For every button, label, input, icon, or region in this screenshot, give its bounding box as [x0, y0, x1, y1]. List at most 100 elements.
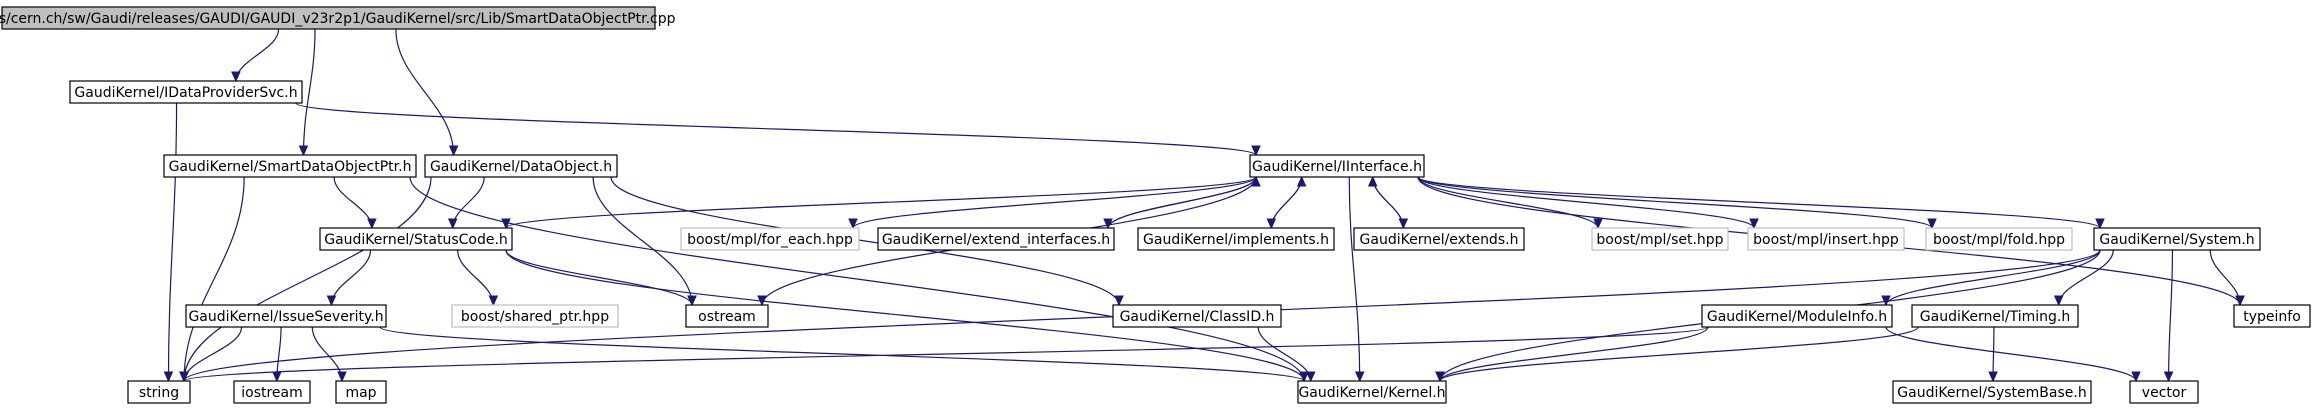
arrowhead-iostream — [272, 371, 282, 383]
edge-system-to-modinfo — [1885, 249, 2101, 306]
node-implements-h[interactable]: GaudiKernel/implements.h — [1137, 227, 1335, 251]
edge-extends-to-iint — [1372, 176, 1404, 229]
arrowhead-vector — [2131, 371, 2141, 383]
arrowhead-kernel — [1299, 371, 1309, 383]
node-iinterface-h[interactable]: GaudiKernel/IInterface.h — [1249, 154, 1425, 178]
edge-sdop-to-kernel — [409, 176, 1305, 382]
arrowhead-system — [2095, 218, 2105, 230]
arrowhead-timing — [2053, 295, 2064, 307]
edge-iint-to-mplinsert — [1417, 176, 1755, 229]
node-label: GaudiKernel/extend_interfaces.h — [882, 232, 1110, 248]
node-idataprovidersvc-h[interactable]: GaudiKernel/IDataProviderSvc.h — [69, 80, 303, 104]
arrowhead-sdop — [298, 145, 309, 157]
node-label: boost/mpl/for_each.hpp — [687, 232, 853, 248]
edge-dobj-to-classid — [610, 176, 1120, 306]
node-typeinfo[interactable]: typeinfo — [2233, 304, 2311, 328]
node-systembase-h[interactable]: GaudiKernel/SystemBase.h — [1892, 380, 2092, 404]
edge-iint-to-foreach — [852, 176, 1257, 229]
node-timing-h[interactable]: GaudiKernel/Timing.h — [1911, 304, 2079, 328]
node-smartdataobjectptr-h[interactable]: GaudiKernel/SmartDataObjectPtr.h — [163, 154, 417, 178]
edge-iint-to-mplfold — [1417, 176, 1933, 229]
edge-issue-to-map — [311, 326, 343, 382]
node-label: GaudiKernel/SmartDataObjectPtr.h — [169, 159, 412, 175]
edge-timing-to-kernel — [1439, 326, 1919, 382]
node-label: GaudiKernel/SystemBase.h — [1897, 385, 2086, 401]
node-boost-shared-ptr-hpp[interactable]: boost/shared_ptr.hpp — [451, 304, 619, 328]
arrowhead-iint — [1296, 175, 1307, 187]
node-label: GaudiKernel/extends.h — [1360, 232, 1519, 248]
node-boost-mpl-for-each-hpp[interactable]: boost/mpl/for_each.hpp — [680, 227, 860, 251]
edge-sdop-to-string — [183, 176, 245, 382]
arrowhead-foreach — [848, 218, 858, 230]
edge-status-to-issue — [330, 249, 372, 306]
edge-impl-to-iint — [1270, 176, 1303, 229]
node-statuscode-h[interactable]: GaudiKernel/StatusCode.h — [319, 227, 513, 251]
node-moduleinfo-h[interactable]: GaudiKernel/ModuleInfo.h — [1701, 304, 1893, 328]
node-label: GaudiKernel/ModuleInfo.h — [1707, 309, 1887, 325]
arrowhead-kernel — [1435, 371, 1445, 383]
arrowhead-kernel — [1354, 371, 1365, 383]
edge-system-to-vector — [2167, 249, 2174, 382]
arrowhead-ostream — [687, 295, 697, 307]
arrowhead-mplinsert — [1749, 218, 1759, 230]
node-boost-mpl-insert-hpp[interactable]: boost/mpl/insert.hpp — [1747, 227, 1905, 251]
node-label: typeinfo — [2243, 309, 2301, 325]
node-extend-interfaces-h[interactable]: GaudiKernel/extend_interfaces.h — [877, 227, 1115, 251]
arrowhead-string — [163, 371, 174, 383]
edge-status-to-ostream — [505, 249, 693, 306]
node-ostream[interactable]: ostream — [685, 304, 769, 328]
node-smartdataobjectptr-cpp[interactable]: /afs/cern.ch/sw/Gaudi/releases/GAUDI/GAU… — [0, 6, 676, 30]
node-iostream[interactable]: iostream — [233, 380, 311, 404]
dependency-edges — [163, 28, 2245, 383]
arrowhead-status — [447, 218, 458, 230]
edge-modinfo-to-kernel — [1439, 326, 1709, 382]
arrowhead-typeinfo — [2235, 295, 2245, 307]
edge-root-to-dobj — [395, 28, 455, 156]
edge-dobj-to-status — [452, 176, 485, 229]
node-boost-mpl-fold-hpp[interactable]: boost/mpl/fold.hpp — [1925, 227, 2073, 251]
node-label: GaudiKernel/implements.h — [1143, 232, 1329, 248]
edge-root-to-sdop — [302, 28, 316, 156]
node-issueseverity-h[interactable]: GaudiKernel/IssueSeverity.h — [185, 304, 387, 328]
node-label: GaudiKernel/StatusCode.h — [324, 232, 508, 248]
arrowhead-kernel — [1305, 371, 1316, 383]
edge-root-to-idp — [235, 28, 280, 82]
node-label: GaudiKernel/IDataProviderSvc.h — [74, 85, 297, 101]
node-classid-h[interactable]: GaudiKernel/ClassID.h — [1112, 304, 1282, 328]
node-system-h[interactable]: GaudiKernel/System.h — [2093, 227, 2261, 251]
node-kernel-h[interactable]: GaudiKernel/Kernel.h — [1297, 380, 1447, 404]
edge-system-to-timing — [2058, 249, 2114, 306]
arrowhead-iint — [1367, 175, 1378, 187]
edge-iint-to-mplset — [1417, 176, 1599, 229]
edge-iint-to-status — [505, 176, 1257, 229]
edge-status-to-sharedptr — [457, 249, 494, 306]
node-label: boost/mpl/fold.hpp — [1933, 232, 2065, 248]
node-dataobject-h[interactable]: GaudiKernel/DataObject.h — [424, 154, 618, 178]
node-vector[interactable]: vector — [2129, 380, 2199, 404]
arrowhead-idp — [231, 71, 241, 83]
node-map[interactable]: map — [335, 380, 387, 404]
node-extends-h[interactable]: GaudiKernel/extends.h — [1353, 227, 1525, 251]
edge-extif-to-iint — [1107, 176, 1257, 229]
node-label: boost/mpl/set.hpp — [1596, 232, 1723, 248]
edge-iint-to-kernel — [1348, 176, 1361, 382]
edge-sdop-to-status — [333, 176, 373, 229]
node-label: GaudiKernel/System.h — [2099, 232, 2254, 248]
edge-dobj-to-string — [183, 176, 432, 382]
arrowhead-classid — [1114, 295, 1124, 307]
edge-issue-to-kernel — [379, 326, 1305, 382]
arrowhead-dobj — [448, 145, 459, 157]
node-label: map — [345, 385, 376, 401]
edge-idp-to-string — [167, 102, 178, 382]
node-label: GaudiKernel/IInterface.h — [1252, 159, 1422, 175]
arrowhead-iint — [1251, 175, 1261, 187]
edge-issue-to-string — [183, 326, 243, 382]
node-boost-mpl-set-hpp[interactable]: boost/mpl/set.hpp — [1591, 227, 1729, 251]
node-label: vector — [2142, 385, 2187, 401]
node-label: boost/mpl/insert.hpp — [1753, 232, 1899, 248]
edge-modinfo-to-string — [183, 326, 1709, 382]
arrowhead-map — [337, 371, 347, 383]
node-label: boost/shared_ptr.hpp — [461, 309, 609, 325]
node-string[interactable]: string — [127, 380, 191, 404]
